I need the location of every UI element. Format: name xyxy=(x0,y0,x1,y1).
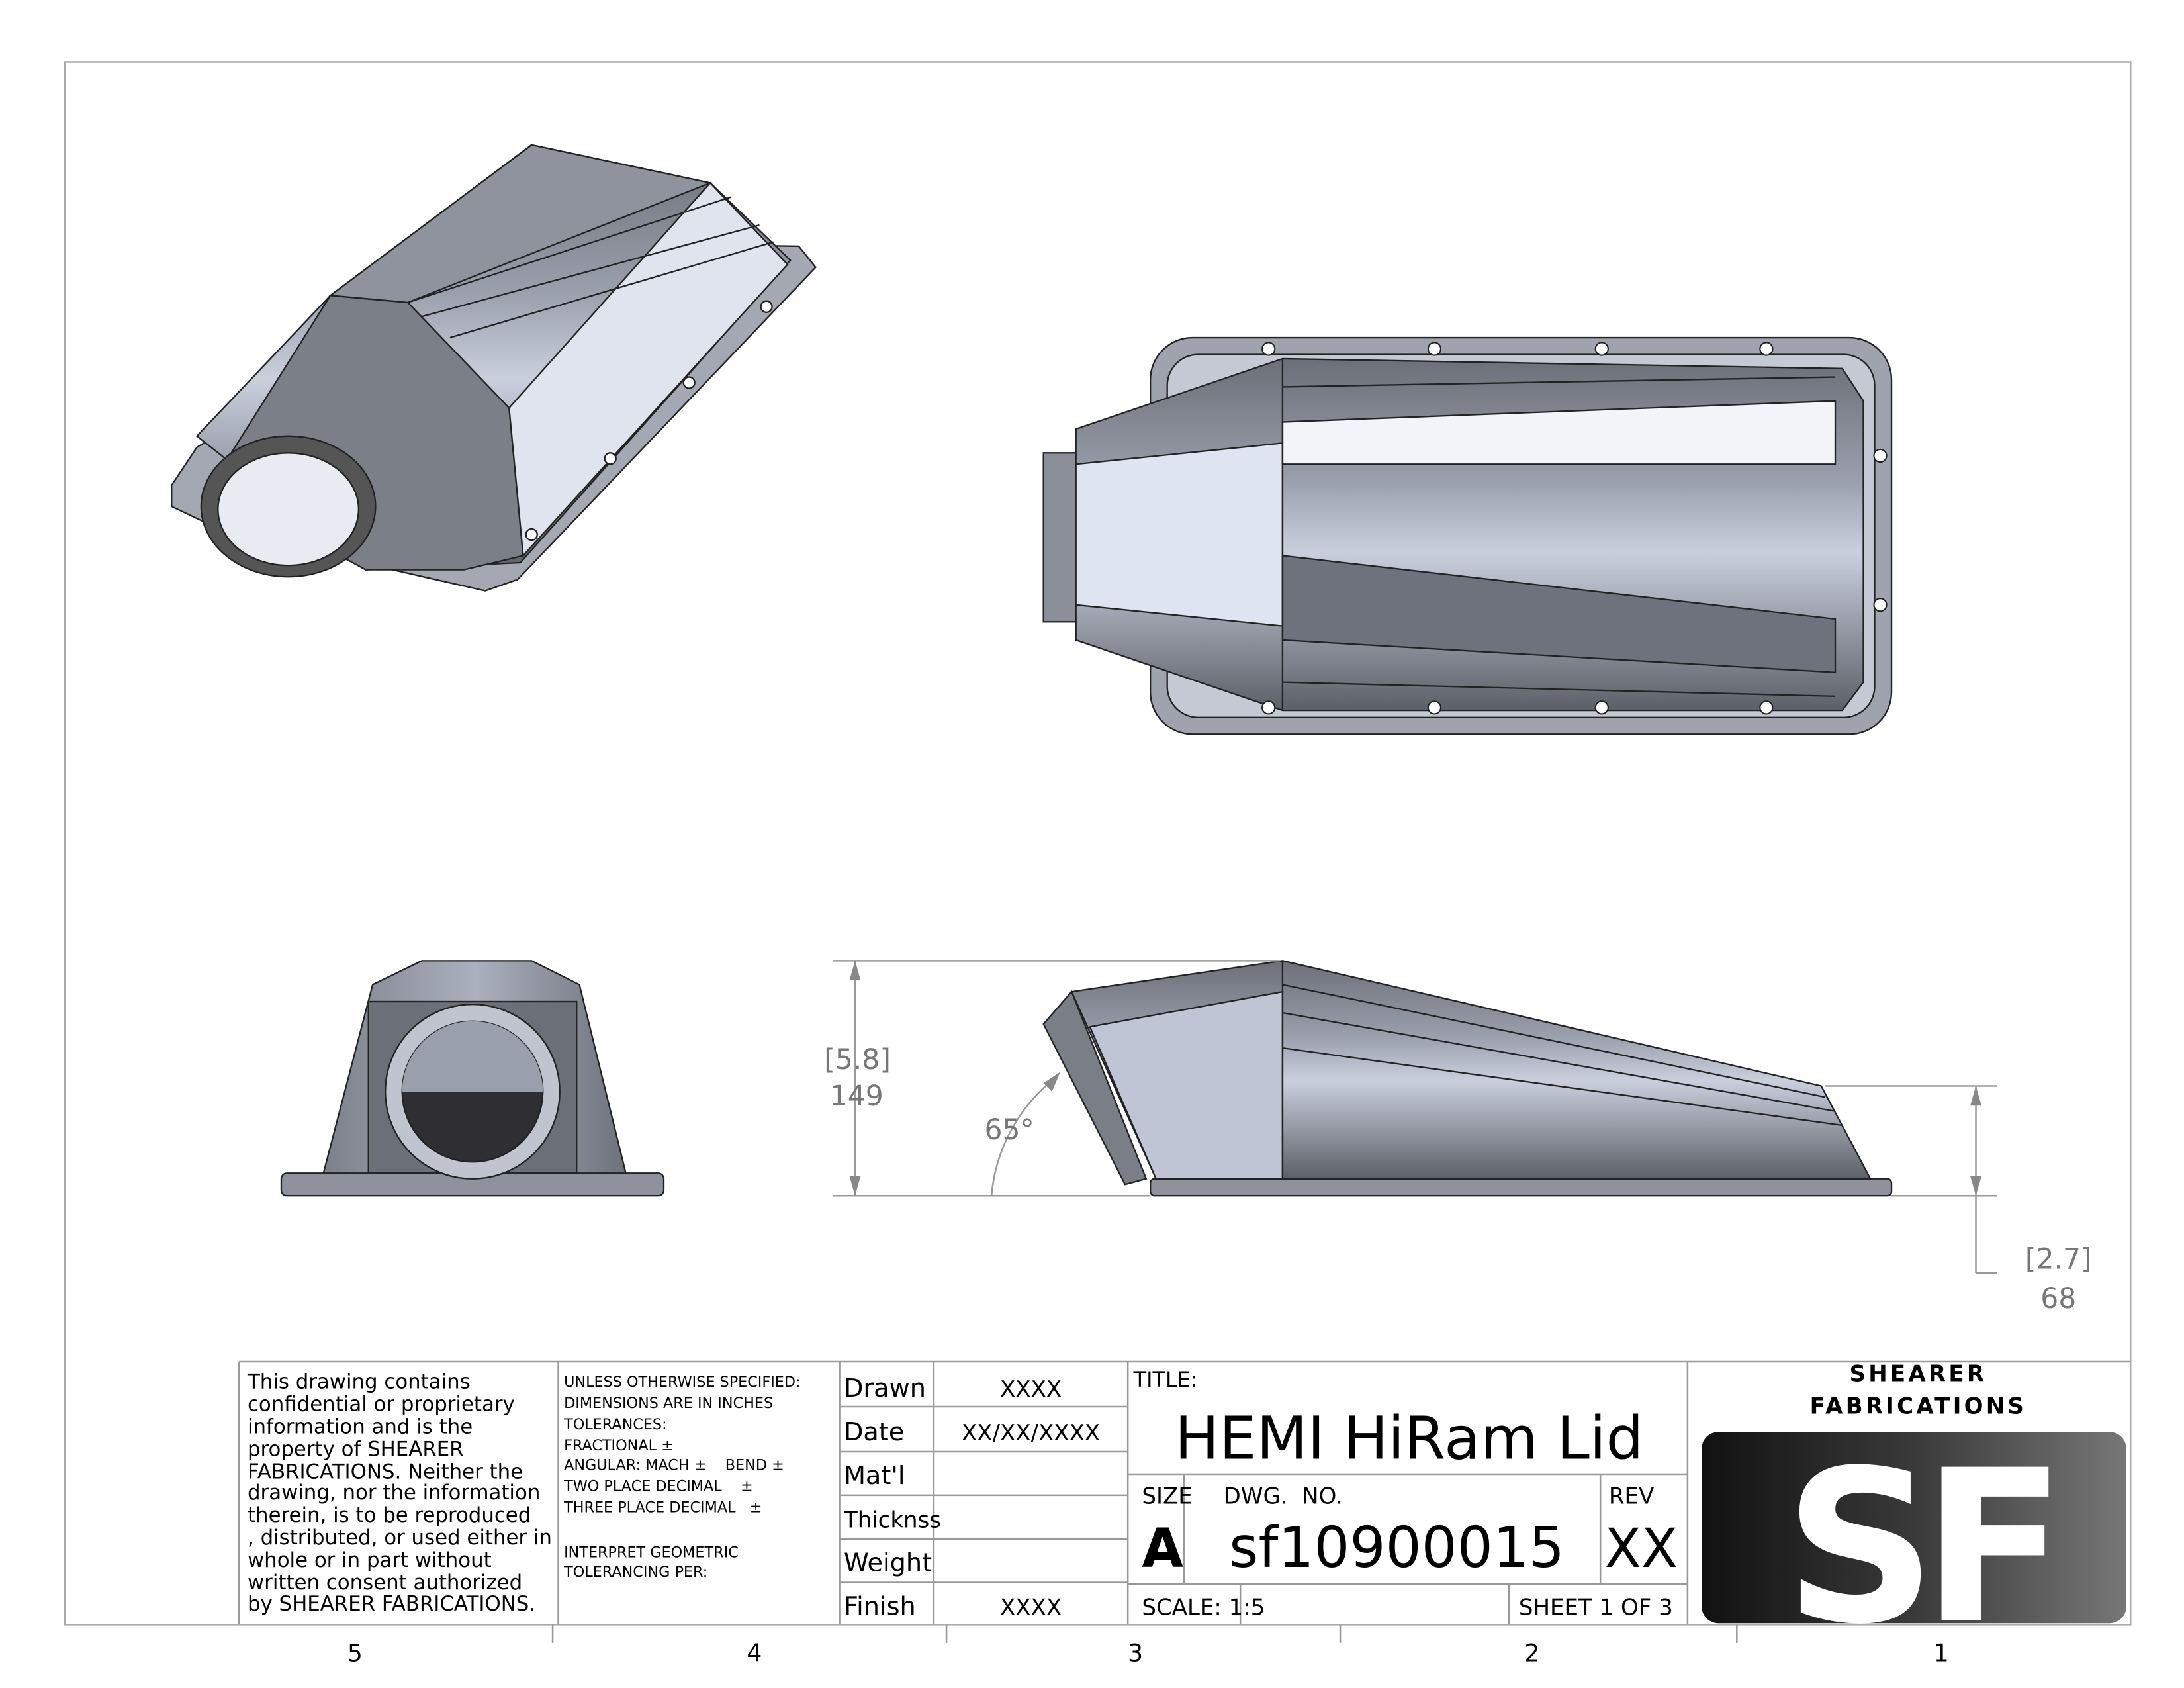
field-label-drawn: Drawn xyxy=(844,1374,926,1403)
dim-height-inches: [5.8] xyxy=(824,1044,891,1076)
dimension-rear-height: [2.7] 68 xyxy=(1825,1085,2092,1315)
logo-sf: SF xyxy=(1784,1425,2052,1671)
rev-label: REV xyxy=(1609,1483,1654,1510)
zone-3: 3 xyxy=(1128,1639,1143,1667)
dwg-no-label: DWG. NO. xyxy=(1224,1483,1343,1510)
svg-text:TOLERANCING PER:: TOLERANCING PER: xyxy=(563,1564,707,1581)
rev-value: XX xyxy=(1605,1518,1678,1580)
company-name-line2: FABRICATIONS xyxy=(1810,1393,2027,1420)
size-value: A xyxy=(1142,1518,1183,1580)
company-name-line1: SHEARER xyxy=(1850,1361,1987,1387)
svg-text:TWO PLACE DECIMAL ±: TWO PLACE DECIMAL ± xyxy=(563,1477,753,1495)
dim-rear-inches: [2.7] xyxy=(2025,1244,2092,1276)
size-label: SIZE xyxy=(1142,1483,1192,1510)
svg-text:DIMENSIONS ARE IN INCHES: DIMENSIONS ARE IN INCHES xyxy=(564,1395,773,1412)
field-label-finish: Finish xyxy=(844,1592,916,1621)
title-block: This drawing contains confidential or pr… xyxy=(238,1360,2131,1671)
svg-text:drawing, nor the information: drawing, nor the information xyxy=(248,1481,540,1505)
zone-5: 5 xyxy=(347,1639,363,1667)
confidentiality-notice: This drawing contains confidential or pr… xyxy=(247,1370,552,1616)
field-value-finish: XXXX xyxy=(1000,1594,1062,1620)
svg-text:FABRICATIONS. Neither the: FABRICATIONS. Neither the xyxy=(248,1460,523,1483)
svg-text:This drawing contains: This drawing contains xyxy=(247,1370,471,1393)
tolerance-notes: UNLESS OTHERWISE SPECIFIED: DIMENSIONS A… xyxy=(563,1374,800,1581)
zone-1: 1 xyxy=(1934,1639,1949,1667)
zone-2: 2 xyxy=(1524,1639,1539,1667)
zone-4: 4 xyxy=(747,1639,762,1667)
svg-text:FRACTIONAL ±: FRACTIONAL ± xyxy=(564,1437,674,1454)
svg-text:confidential or proprietary: confidential or proprietary xyxy=(248,1392,515,1416)
drawing-fields: Drawn XXXX Date XX/XX/XXXX Mat'l Thickns… xyxy=(843,1374,1100,1621)
dimension-angle: 65° xyxy=(984,1072,1061,1196)
drawing-title: HEMI HiRam Lid xyxy=(1175,1405,1643,1474)
front-view xyxy=(280,960,665,1197)
field-value-drawn: XXXX xyxy=(1000,1376,1062,1403)
svg-text:UNLESS OTHERWISE SPECIFIED:: UNLESS OTHERWISE SPECIFIED: xyxy=(564,1374,800,1391)
svg-text:, distributed, or used either: , distributed, or used either in xyxy=(248,1526,552,1550)
sheet-text: SHEET 1 OF 3 xyxy=(1519,1594,1673,1620)
isometric-view xyxy=(171,144,817,592)
dwg-no-value: sf10900015 xyxy=(1229,1515,1565,1581)
svg-text:TOLERANCES:: TOLERANCES: xyxy=(563,1416,667,1433)
svg-text:written consent authorized: written consent authorized xyxy=(248,1571,522,1595)
scale-text: SCALE: 1:5 xyxy=(1142,1594,1265,1620)
svg-text:by SHEARER FABRICATIONS.: by SHEARER FABRICATIONS. xyxy=(248,1592,535,1616)
zone-markers: 5 4 3 2 1 xyxy=(347,1624,1949,1667)
title-label: TITLE: xyxy=(1133,1367,1198,1392)
field-value-date: XX/XX/XXXX xyxy=(962,1420,1100,1446)
svg-text:therein, is to be reproduced: therein, is to be reproduced xyxy=(248,1503,531,1527)
company-logo: SHEARER FABRICATIONS SF xyxy=(1702,1361,2126,1671)
svg-text:INTERPRET GEOMETRIC: INTERPRET GEOMETRIC xyxy=(564,1544,739,1561)
svg-text:information and is the: information and is the xyxy=(248,1415,473,1438)
sheet-border xyxy=(64,61,2132,1626)
svg-text:ANGULAR: MACH ± BEND ±: ANGULAR: MACH ± BEND ± xyxy=(564,1457,784,1474)
svg-text:THREE PLACE DECIMAL ±: THREE PLACE DECIMAL ± xyxy=(563,1499,762,1516)
field-label-date: Date xyxy=(844,1418,904,1447)
dimension-overall-height: [5.8] 149 xyxy=(824,960,1280,1197)
side-view xyxy=(1042,960,1893,1197)
field-label-thickness: Thicknss xyxy=(843,1507,941,1534)
field-label-weight: Weight xyxy=(844,1549,932,1578)
svg-text:property of SHEARER: property of SHEARER xyxy=(248,1437,464,1461)
dim-height-mm: 149 xyxy=(830,1080,884,1113)
field-label-material: Mat'l xyxy=(844,1462,905,1491)
top-view xyxy=(1042,336,1893,735)
dim-rear-mm: 68 xyxy=(2040,1283,2076,1315)
svg-text:whole or in part without: whole or in part without xyxy=(248,1548,492,1572)
dim-angle: 65° xyxy=(984,1114,1034,1147)
